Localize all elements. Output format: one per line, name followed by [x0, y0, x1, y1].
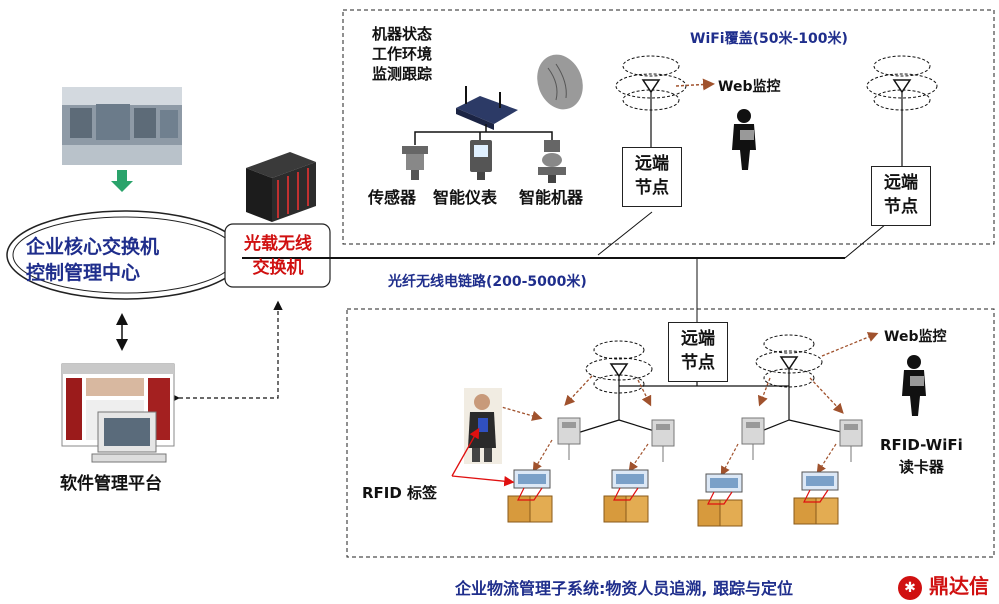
web-monitor-label-top: Web监控 — [718, 79, 781, 95]
control-room-image — [62, 87, 182, 165]
software-platform-label: 软件管理平台 — [60, 474, 162, 494]
person-with-rfid-image — [464, 388, 502, 464]
top-subsystem-frame — [342, 9, 995, 245]
smart-meter-image — [470, 140, 492, 180]
optical-switch-label: 光载无线 交换机 — [236, 232, 320, 280]
device-machine-label: 智能机器 — [519, 188, 584, 207]
green-down-arrow-icon — [111, 170, 133, 192]
sensor-image — [402, 146, 428, 180]
watermark-icon: ✱ — [898, 575, 922, 600]
router-device-image — [456, 86, 518, 130]
logistics-caption: 企业物流管理子系统:物资人员追溯, 跟踪与定位 — [455, 579, 794, 598]
remote-node-top-2-line2: 节点 — [884, 197, 918, 217]
remote-node-top-2: 远端 节点 — [871, 166, 931, 226]
web-monitor-person-top — [732, 109, 756, 170]
switch-rack-image — [246, 152, 316, 222]
web-monitor-person-bottom — [902, 355, 926, 416]
watermark-text: 鼎达信 — [928, 574, 989, 598]
watermark-logo: ✱ 鼎达信 — [898, 570, 989, 600]
web-monitor-label-bottom: Web监控 — [884, 329, 947, 345]
reader-line1: RFID-WiFi — [880, 436, 963, 454]
satellite-dish-image — [537, 54, 583, 110]
device-sensor-label: 传感器 — [368, 188, 417, 207]
smart-machine-image — [538, 140, 566, 183]
remote-node-bottom-line2: 节点 — [681, 353, 715, 373]
core-center-line1: 企业核心交换机 — [26, 236, 160, 258]
bottom-subsystem-frame — [346, 308, 995, 558]
monitor-line-2: 工作环境 — [372, 45, 433, 63]
core-center-label: 企业核心交换机 控制管理中心 — [26, 234, 159, 286]
reader-line2: 读卡器 — [898, 458, 944, 476]
switch-line1: 光载无线 — [244, 234, 312, 254]
rfid-reader-1 — [557, 417, 581, 460]
tagged-box-2 — [603, 469, 649, 523]
remote-node-bottom-line1: 远端 — [681, 329, 715, 349]
rfid-reader-label: RFID-WiFi 读卡器 — [880, 434, 963, 478]
device-meter-label: 智能仪表 — [433, 188, 498, 207]
tagged-box-3 — [697, 473, 743, 527]
monitor-line-1: 机器状态 — [372, 25, 433, 43]
tagged-box-4 — [793, 471, 839, 525]
antenna-icon-top-1 — [615, 55, 687, 147]
rfid-reader-2 — [651, 419, 675, 462]
rfid-reader-4 — [839, 419, 863, 462]
fiber-link-label: 光纤无线电链路(200-5000米) — [388, 274, 587, 290]
remote-node-top-1-line2: 节点 — [635, 178, 669, 198]
remote-node-bottom: 远端 节点 — [668, 322, 728, 382]
optical-switch-box — [224, 223, 331, 288]
core-center-line2: 控制管理中心 — [26, 262, 141, 284]
antenna-icon-top-2 — [866, 55, 938, 166]
monitor-label: 机器状态 工作环境 监测跟踪 — [372, 24, 432, 84]
switch-line2: 交换机 — [252, 258, 304, 278]
remote-node-top-2-line1: 远端 — [884, 173, 918, 193]
tagged-box-1 — [507, 469, 553, 523]
wifi-coverage-label: WiFi覆盖(50米-100米) — [690, 31, 848, 47]
software-platform-image — [61, 363, 175, 463]
rfid-tag-label: RFID 标签 — [362, 484, 438, 502]
monitor-line-3: 监测跟踪 — [372, 65, 433, 83]
remote-node-top-1: 远端 节点 — [622, 147, 682, 207]
remote-node-top-1-line1: 远端 — [635, 154, 669, 174]
platform-switch-dashed-arrow — [172, 300, 283, 399]
rfid-reader-3 — [741, 417, 765, 460]
